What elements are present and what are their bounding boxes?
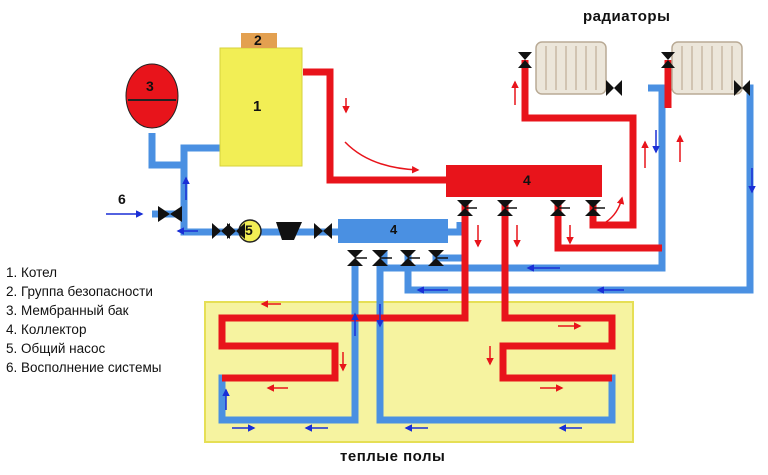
- radiator-left: [535, 41, 607, 95]
- valve-makeup: [158, 206, 182, 222]
- cold-flow-arrows: [106, 130, 756, 432]
- filter: [276, 222, 302, 240]
- valve-rad-right-out: [734, 80, 750, 96]
- valve-boiler-left: [212, 223, 230, 239]
- legend-item: 4. Коллектор: [6, 322, 87, 337]
- collector-return-label: 4: [390, 222, 398, 237]
- legend-item: 1. Котел: [6, 265, 58, 280]
- valve-rad-right-in: [661, 52, 675, 68]
- floors-caption: теплые полы: [340, 448, 446, 465]
- expansion-tank-label: 3: [146, 78, 154, 94]
- legend-item: 3. Мембранный бак: [6, 303, 129, 318]
- boiler-label: 1: [253, 98, 262, 115]
- legend-item: 2. Группа безопасности: [6, 284, 153, 299]
- radiators-caption: радиаторы: [583, 8, 671, 25]
- pump-label: 5: [245, 222, 253, 238]
- radiator-right: [671, 41, 743, 95]
- safety-group: [241, 33, 277, 48]
- return-collector: [338, 219, 448, 243]
- valve-rad-left-out: [606, 80, 622, 96]
- makeup-label: 6: [118, 191, 126, 207]
- safety-group-label: 2: [254, 32, 262, 48]
- legend-item: 5. Общий насос: [6, 341, 106, 356]
- valve-rad-left-in: [518, 52, 532, 68]
- valve-boiler-mid: [227, 223, 245, 239]
- collector-supply-label: 4: [523, 172, 531, 188]
- hot-flow-arrows: [260, 80, 684, 392]
- boiler: [219, 47, 303, 167]
- legend-item: 6. Восполнение системы: [6, 360, 162, 375]
- expansion-tank: [125, 63, 179, 129]
- valve-return-in: [314, 223, 332, 239]
- legend: 1. Котел 2. Группа безопасности 3. Мембр…: [6, 263, 161, 377]
- supply-collector: [446, 165, 602, 197]
